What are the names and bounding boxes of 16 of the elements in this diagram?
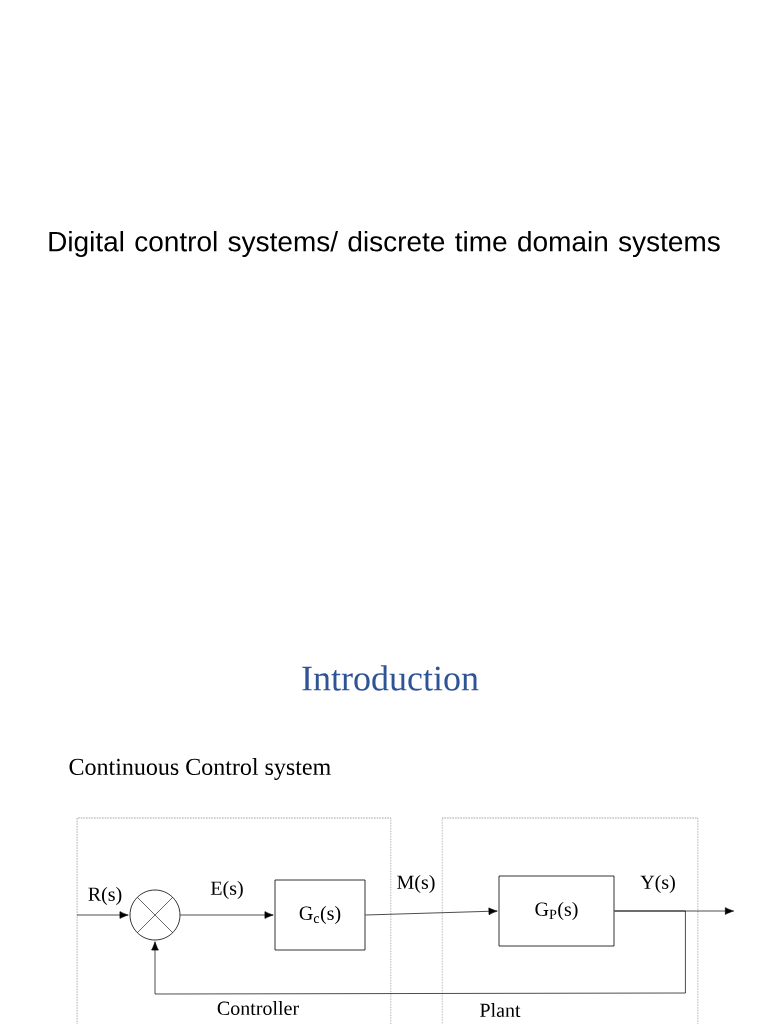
heading: Introduction xyxy=(302,665,479,691)
arrow xyxy=(365,907,498,916)
box-label: Plant xyxy=(480,1002,521,1018)
arrow xyxy=(76,911,129,919)
block: G$_{c}$(s) xyxy=(274,879,366,951)
edge-label: M(s) xyxy=(395,873,437,895)
subheading: Continuous Control system xyxy=(69,758,331,780)
box-label: Controller xyxy=(217,1000,299,1016)
edge-label: Y(s) xyxy=(639,873,677,895)
edge-label: R(s) xyxy=(86,885,124,907)
block: G$_{P}$(s) xyxy=(498,875,615,947)
arrow xyxy=(151,910,686,995)
edge-label: E(s) xyxy=(209,879,245,901)
summing-junction xyxy=(129,889,181,941)
arrow xyxy=(180,911,274,919)
title: Digital control systems/ discrete time domain systems xyxy=(49,230,720,258)
